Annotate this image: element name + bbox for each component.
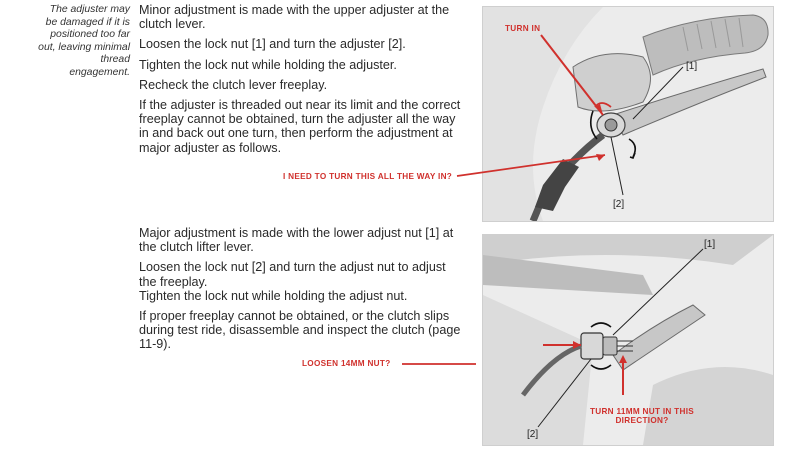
side-note-line: The adjuster may	[49, 4, 130, 15]
clutch-lever-figure: TURN IN [1] [2]	[482, 6, 774, 222]
upper-p3: Tighten the lock nut while holding the a…	[139, 57, 397, 72]
callout-1: [1]	[686, 61, 698, 72]
turn-11mm-line2: DIRECTION?	[615, 416, 669, 425]
upper-p2: Loosen the lock nut [1] and turn the adj…	[139, 37, 406, 52]
upper-p4: Recheck the clutch lever freeplay.	[139, 77, 328, 92]
loosen-nut-arrow	[402, 363, 476, 365]
side-note-line: positioned too far	[50, 29, 130, 41]
upper-p5: If the adjuster is threaded out near its…	[139, 98, 461, 155]
side-note: The adjuster may be damaged if it is pos…	[4, 4, 130, 80]
turn-all-way-arrow	[456, 154, 606, 177]
callout-1: [1]	[704, 239, 716, 250]
turn-11mm-annotation: TURN 11MM NUT IN THIS DIRECTION?	[587, 407, 697, 425]
side-note-line: thread	[100, 54, 130, 66]
clutch-lifter-figure: [1] [2] TURN 11MM NUT IN THIS DIRECTION?	[482, 234, 774, 446]
callout-2: [2]	[613, 199, 625, 210]
clutch-lifter-drawing	[483, 235, 773, 445]
lower-p2a: Loosen the lock nut [2] and turn the adj…	[139, 260, 446, 289]
loosen-nut-annotation: LOOSEN 14MM NUT?	[302, 359, 391, 368]
lower-instructions: Major adjustment is made with the lower …	[139, 226, 461, 358]
turn-11mm-line1: TURN 11MM NUT IN THIS	[589, 407, 695, 416]
upper-instructions: Minor adjustment is made with the upper …	[139, 3, 461, 161]
lower-p3: If proper freeplay cannot be obtained, o…	[139, 309, 461, 352]
lower-p2b: Tighten the lock nut while holding the a…	[139, 288, 408, 303]
side-note-line: be damaged if it is	[45, 16, 130, 28]
side-note-line: out, leaving minimal	[38, 41, 130, 53]
upper-p1: Minor adjustment is made with the upper …	[139, 3, 450, 32]
turn-in-annotation: TURN IN	[505, 24, 541, 33]
clutch-lever-drawing	[483, 7, 773, 221]
side-note-line: engagement.	[69, 66, 130, 78]
lower-p1: Major adjustment is made with the lower …	[139, 226, 454, 255]
callout-2: [2]	[527, 429, 539, 440]
turn-all-way-annotation: I NEED TO TURN THIS ALL THE WAY IN?	[283, 172, 453, 181]
